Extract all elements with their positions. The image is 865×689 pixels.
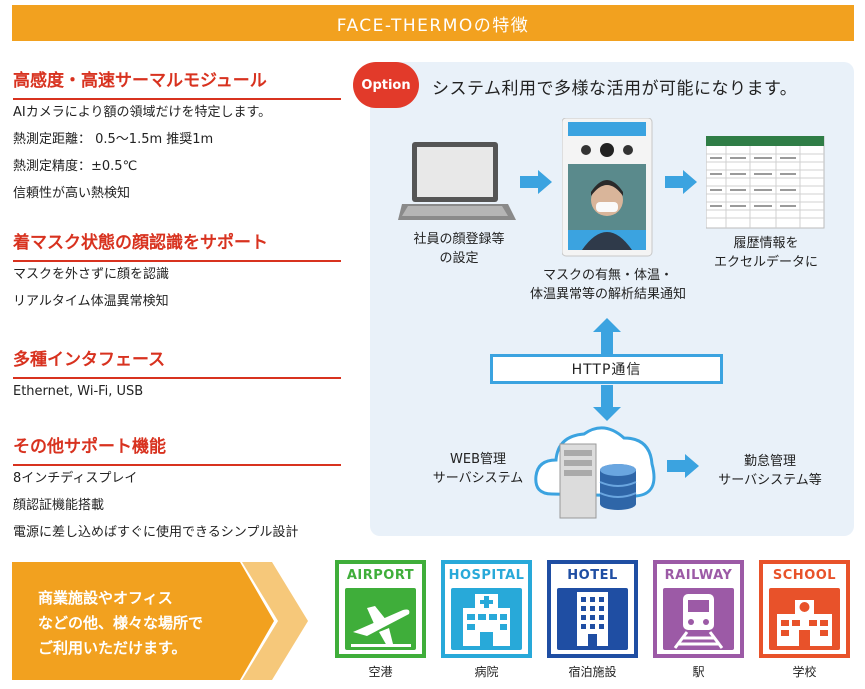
caption-line: の設定 — [439, 251, 479, 266]
venue-label: 学校 — [792, 665, 817, 679]
http-communication-box: HTTP通信 — [490, 354, 723, 384]
caption-line: サーバシステム等 — [718, 473, 822, 488]
arrow-up-icon — [593, 318, 621, 354]
venue-label: 病院 — [474, 665, 499, 679]
hotel-icon — [557, 588, 628, 650]
venue-school: SCHOOL — [759, 560, 850, 658]
spreadsheet-icon — [706, 136, 825, 229]
venue-label: 駅 — [692, 665, 705, 679]
spreadsheet-caption: 履歴情報を エクセルデータに — [700, 234, 832, 272]
laptop-icon — [398, 142, 516, 220]
usage-line: ご利用いただけます。 — [38, 639, 187, 657]
caption-line: 社員の顔登録等 — [413, 232, 505, 247]
venue-railway: RAILWAY — [653, 560, 744, 658]
web-server-caption: WEB管理 サーバシステム — [424, 450, 532, 488]
venue-title: RAILWAY — [664, 568, 733, 583]
feature-line: 電源に差し込めばすぐに使用できるシンプル設計 — [13, 525, 299, 540]
arrow-right-icon — [667, 454, 699, 478]
feature-title-interface: 多種インタフェース — [13, 345, 341, 379]
feature-line: 8インチディスプレイ — [13, 471, 138, 486]
face-thermo-device-icon — [562, 118, 653, 257]
diagram-headline: システム利用で多様な活用が可能になります。 — [432, 79, 798, 99]
hospital-icon — [451, 588, 522, 650]
school-icon — [769, 588, 840, 650]
feature-line: マスクを外さずに顔を認識 — [13, 267, 170, 282]
venue-title: SCHOOL — [772, 568, 837, 583]
usage-line: などの他、様々な場所で — [38, 614, 204, 632]
feature-lines-thermal: AIカメラにより額の領域だけを特定します。 熱測定距離： 0.5～1.5m 推奨… — [13, 99, 271, 207]
page-title-banner: FACE-THERMOの特徴 — [12, 5, 854, 41]
caption-line: 体温異常等の解析結果通知 — [529, 287, 686, 302]
http-label: HTTP通信 — [571, 362, 642, 378]
venue-title: AIRPORT — [346, 568, 415, 583]
option-badge: Option — [353, 62, 419, 108]
venue-airport: AIRPORT — [335, 560, 426, 658]
venue-label: 空港 — [368, 665, 393, 679]
arrow-down-icon — [593, 385, 621, 421]
venue-label: 宿泊施設 — [568, 665, 617, 679]
page-title: FACE-THERMOの特徴 — [336, 15, 530, 36]
feature-line: 顔認証機能搭載 — [13, 498, 105, 513]
caption-line: 履歴情報を — [733, 236, 799, 251]
feature-title-thermal: 高感度・高速サーマルモジュール — [13, 66, 341, 100]
train-icon — [663, 588, 734, 650]
feature-lines-other: 8インチディスプレイ 顔認証機能搭載 電源に差し込めばすぐに使用できるシンプル設… — [13, 465, 298, 546]
feature-line: 熱測定精度：±0.5℃ — [13, 159, 138, 174]
venue-hospital: HOSPITAL — [441, 560, 532, 658]
cloud-server-icon — [534, 426, 656, 519]
arrow-right-icon — [665, 170, 697, 194]
caption-line: サーバシステム — [432, 471, 524, 486]
venue-title: HOSPITAL — [448, 568, 525, 583]
caption-line: WEB管理 — [450, 452, 506, 467]
feature-line: 信頼性が高い熱検知 — [13, 186, 131, 201]
usage-text: 商業施設やオフィス などの他、様々な場所で ご利用いただけます。 — [38, 586, 203, 661]
usage-banner — [12, 562, 308, 680]
feature-line: リアルタイム体温異常検知 — [13, 294, 169, 309]
attendance-caption: 勤怠管理 サーバシステム等 — [710, 452, 830, 490]
caption-line: 勤怠管理 — [743, 454, 796, 469]
arrow-right-icon — [520, 170, 552, 194]
device-caption: マスクの有無・体温・ 体温異常等の解析結果通知 — [518, 266, 698, 304]
venue-title: HOTEL — [567, 568, 618, 583]
feature-line: AIカメラにより額の領域だけを特定します。 — [13, 105, 272, 120]
feature-title-mask: 着マスク状態の顔認識をサポート — [13, 228, 341, 262]
usage-line: 商業施設やオフィス — [38, 589, 173, 607]
feature-title-other: その他サポート機能 — [13, 432, 341, 466]
caption-line: マスクの有無・体温・ — [542, 268, 673, 283]
feature-lines-mask: マスクを外さずに顔を認識 リアルタイム体温異常検知 — [13, 261, 169, 315]
feature-lines-interface: Ethernet, Wi-Fi, USB — [13, 378, 143, 405]
feature-line: 熱測定距離： 0.5～1.5m 推奨1m — [13, 132, 214, 147]
laptop-caption: 社員の顔登録等 の設定 — [400, 230, 518, 268]
venue-hotel: HOTEL — [547, 560, 638, 658]
airplane-icon — [345, 588, 416, 650]
caption-line: エクセルデータに — [713, 255, 818, 270]
feature-line: Ethernet, Wi-Fi, USB — [13, 384, 144, 399]
